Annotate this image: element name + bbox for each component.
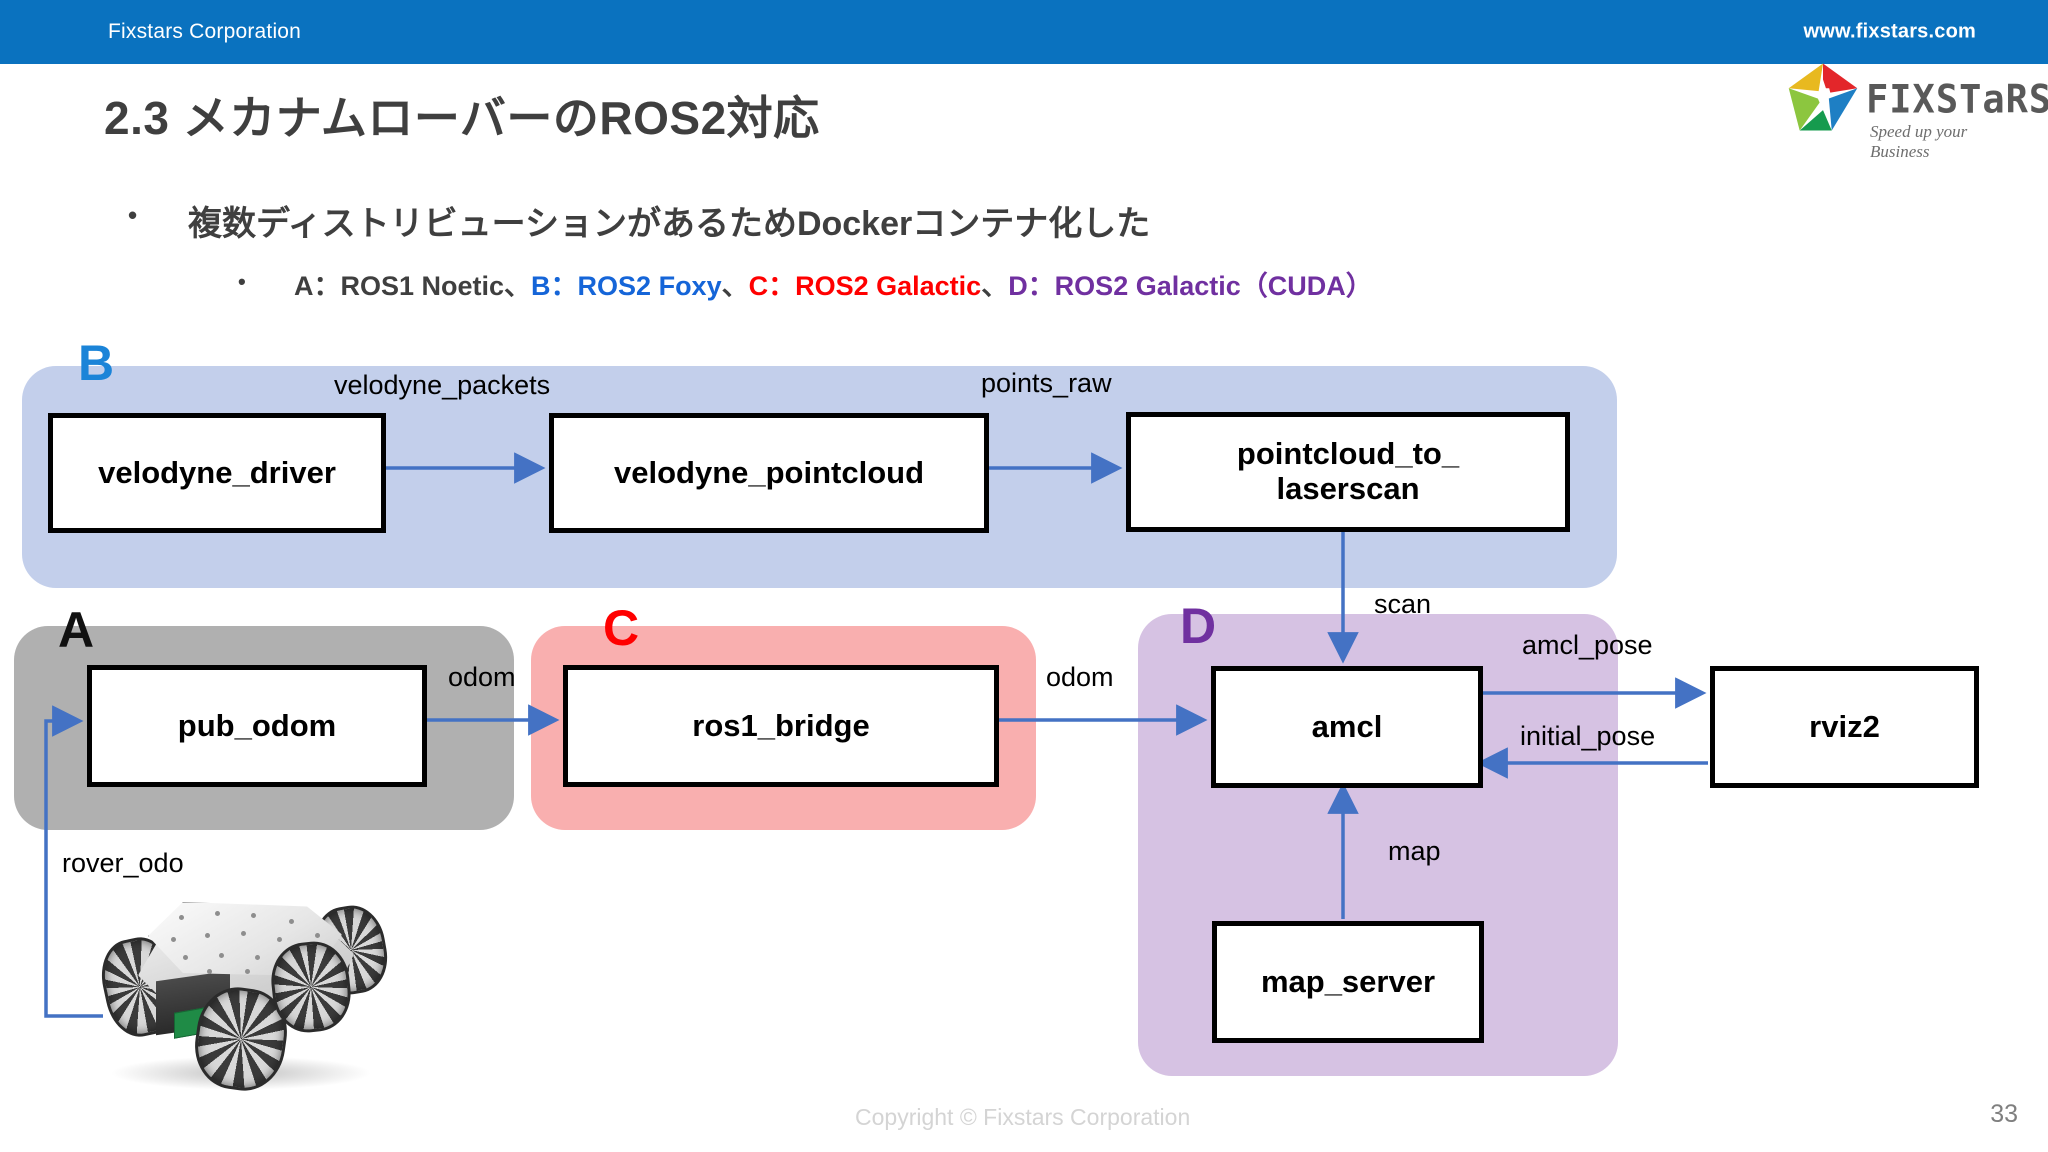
header-website-label: www.fixstars.com [1803,20,1976,43]
rover-bolt-hole [179,915,184,920]
edge-label-scan: scan [1374,589,1432,619]
node-amcl[interactable]: amcl [1211,666,1483,788]
rover-bolt-hole [219,953,224,958]
header-bar: Fixstars Corporation www.fixstars.com [0,0,2048,64]
star-icon [1788,63,1858,131]
rover-bolt-hole [245,969,250,974]
logo-wordmark: FIXSTaRS® [1866,77,2048,122]
sep-1: 、 [504,271,532,301]
sep-2: 、 [721,271,749,301]
rover-bolt-hole [289,919,294,924]
node-ros1-bridge[interactable]: ros1_bridge [563,665,999,787]
bullet-marker: • [128,200,138,230]
edge-label-initial-pose: initial_pose [1520,721,1656,751]
group-label-a: A [58,602,95,658]
sep-3: 、 [981,271,1009,301]
rover-bolt-hole [251,913,256,918]
distro-d: D：ROS2 Galactic（CUDA） [1008,271,1373,301]
rover-bolt-hole [315,933,320,938]
logo-wordmark-text: FIXSTaRS [1866,76,2048,123]
bullet-level2: • A：ROS1 Noetic、B：ROS2 Foxy、C：ROS2 Galac… [238,264,1373,303]
bullet-level2-text: A：ROS1 Noetic、B：ROS2 Foxy、C：ROS2 Galacti… [294,264,1373,303]
edge-label-velodyne-packets: velodyne_packets [334,370,551,400]
distro-c: C：ROS2 Galactic [748,271,982,301]
rover-photo [94,880,394,1110]
edge-label-amcl-pose: amcl_pose [1522,630,1653,660]
rover-bolt-hole [277,937,282,942]
rover-bolt-hole [215,911,220,916]
edge-label-odom-1: odom [448,662,516,692]
rover-bolt-hole [171,937,176,942]
node-line-1: pointcloud_to_ [1236,436,1460,472]
bullet-level1: • 複数ディストリビューションがあるためDockerコンテナ化した [128,196,1150,245]
node-map-server[interactable]: map_server [1212,921,1484,1043]
rover-bolt-hole [205,933,210,938]
edge-label-odom-2: odom [1046,662,1114,692]
node-velodyne-driver[interactable]: velodyne_driver [48,413,386,533]
group-label-b: B [78,335,115,391]
distro-b: B：ROS2 Foxy [531,271,722,301]
footer-copyright: Copyright © Fixstars Corporation [855,1104,1191,1130]
rover-bolt-hole [183,955,188,960]
edge-label-points-raw: points_raw [981,368,1112,398]
node-rviz2[interactable]: rviz2 [1710,666,1979,788]
logo-tagline: Speed up your Business [1870,122,1968,161]
footer-page-number: 33 [1990,1100,2018,1128]
group-label-c: C [603,600,640,656]
edge-label-rover-odo: rover_odo [62,848,184,878]
edge-label-map: map [1388,836,1441,866]
bullet-marker: • [238,269,246,294]
rover-bolt-hole [241,931,246,936]
fixstars-logo: FIXSTaRS® Speed up your Business [1786,60,2048,161]
distro-a: A：ROS1 Noetic [294,271,505,301]
node-pointcloud-to-laserscan[interactable]: pointcloud_to_ laserscan [1126,412,1570,532]
node-line-2: laserscan [1276,471,1420,506]
rover-bolt-hole [255,955,260,960]
group-label-d: D [1180,598,1217,654]
node-pub-odom[interactable]: pub_odom [87,665,427,787]
bullet-level1-text: 複数ディストリビューションがあるためDockerコンテナ化した [188,205,1151,243]
page-title: 2.3 メカナムローバーのROS2対応 [104,92,820,144]
node-velodyne-pointcloud[interactable]: velodyne_pointcloud [549,413,989,533]
header-corporation-label: Fixstars Corporation [108,20,302,43]
rover-bolt-hole [207,969,212,974]
